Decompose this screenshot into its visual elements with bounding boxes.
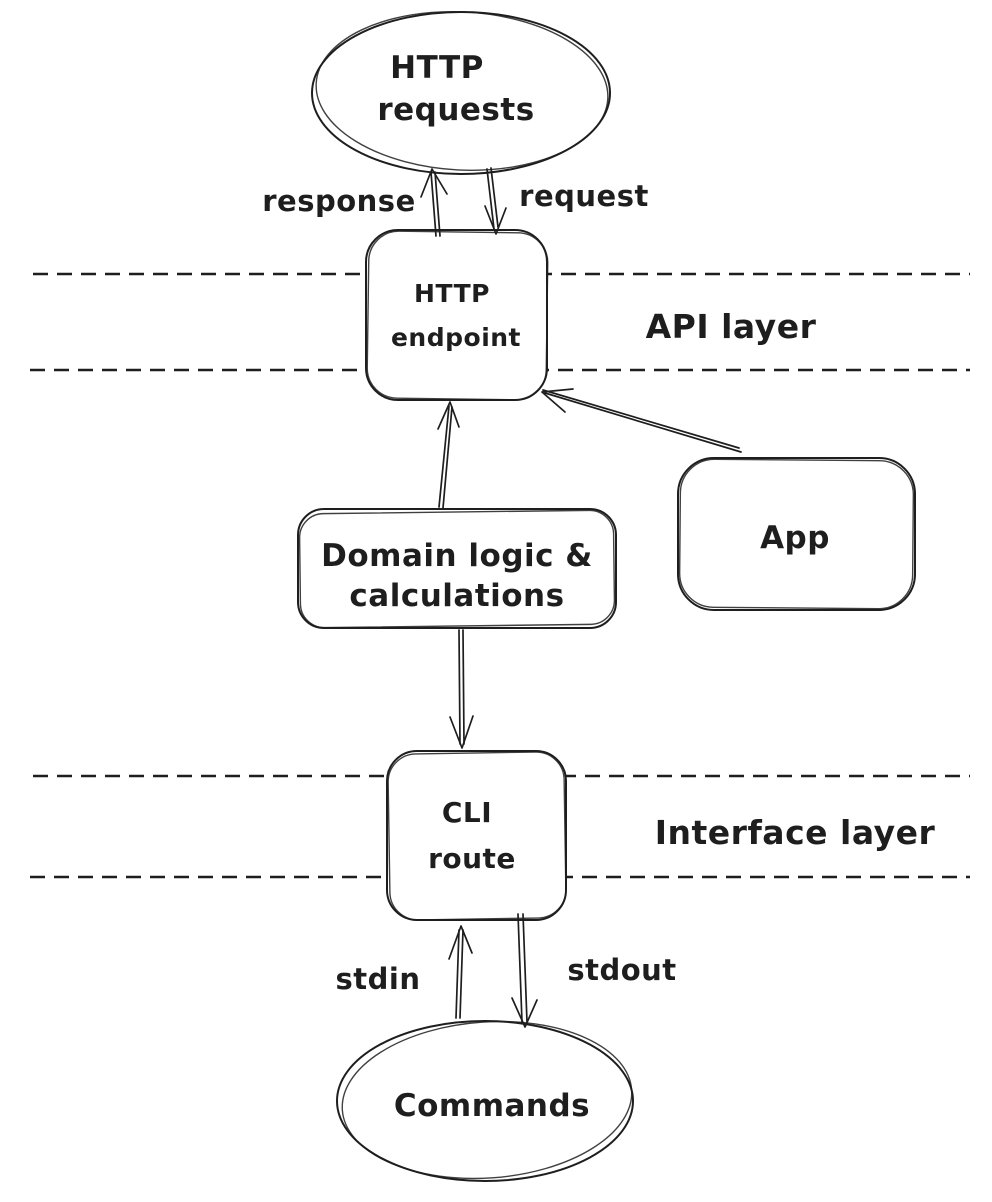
stdin-label: stdin <box>336 962 421 996</box>
cli-route-box-outline <box>387 751 567 921</box>
arrow-stdin-shaft <box>455 929 464 1019</box>
cli-route-box <box>386 750 567 921</box>
stdout-label: stdout <box>567 953 676 987</box>
arrow-app-to-endpoint <box>541 388 742 453</box>
commands-ellipse <box>336 1020 634 1182</box>
arrow-stdin <box>448 925 473 1019</box>
app-box-outline <box>678 458 915 610</box>
arrow-domain-to-endpoint-head <box>437 401 460 430</box>
commands-ellipse-outline <box>341 1020 633 1180</box>
node-http-endpoint: HTTP endpoint <box>365 229 549 401</box>
domain-logic-box <box>297 508 617 629</box>
http-endpoint-label-line1: HTTP <box>414 279 490 308</box>
domain-logic-box-outline <box>298 509 616 629</box>
response-label: response <box>262 184 416 218</box>
request-label: request <box>519 179 649 213</box>
http-endpoint-box <box>365 229 548 401</box>
api-layer-label: API layer <box>646 307 817 346</box>
arrow-domain-to-endpoint-shaft <box>438 405 453 509</box>
node-http-requests: HTTP requests <box>311 11 611 175</box>
arrow-stdout <box>511 913 538 1028</box>
interface-layer-label: Interface layer <box>655 813 936 852</box>
arrow-response <box>420 168 448 237</box>
arrow-domain-to-cli <box>449 629 474 749</box>
arrow-response-shaft <box>430 171 441 237</box>
app-box <box>677 457 916 611</box>
arrow-request <box>484 167 507 235</box>
node-app: App <box>677 457 916 611</box>
arrow-domain-to-endpoint <box>437 401 460 509</box>
http-requests-label-line1: HTTP <box>390 50 484 86</box>
arrow-domain-to-cli-shaft <box>458 629 465 745</box>
node-commands: Commands <box>336 1020 634 1182</box>
app-label: App <box>760 520 830 556</box>
arrow-domain-to-cli-head <box>449 715 474 749</box>
commands-label: Commands <box>394 1088 590 1124</box>
arrow-request-head <box>484 205 507 235</box>
arrow-stdin-head <box>448 925 473 960</box>
arrow-request-shaft <box>486 167 499 230</box>
http-endpoint-box-outline <box>366 230 549 401</box>
http-requests-label-line2: requests <box>377 92 534 128</box>
cli-route-label-line2: route <box>428 842 516 875</box>
http-endpoint-label-line2: endpoint <box>391 323 521 352</box>
domain-logic-label-line2: calculations <box>349 578 564 614</box>
arrow-stdout-head <box>511 997 538 1028</box>
arrow-stdout-shaft <box>517 913 528 1023</box>
node-domain-logic: Domain logic & calculations <box>297 508 617 629</box>
http-requests-ellipse-outline <box>315 11 609 171</box>
arrow-app-to-endpoint-head <box>541 388 574 413</box>
cli-route-label-line1: CLI <box>442 796 492 829</box>
domain-logic-label-line1: Domain logic & <box>321 538 593 574</box>
arrow-app-to-endpoint-shaft <box>542 389 742 453</box>
node-cli-route: CLI route <box>386 750 567 921</box>
arrow-response-head <box>420 168 448 198</box>
